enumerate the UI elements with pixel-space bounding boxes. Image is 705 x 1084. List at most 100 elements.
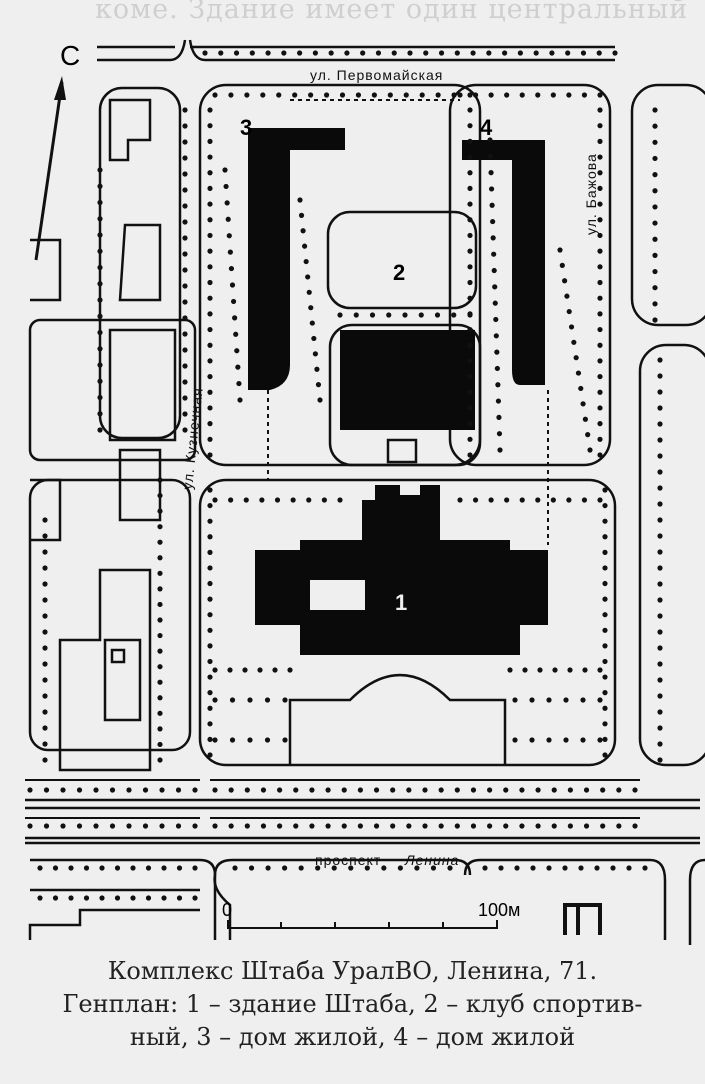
tree-dot	[566, 92, 572, 98]
tree-dot	[207, 674, 213, 680]
tree-dot	[223, 183, 229, 190]
tree-dot	[489, 202, 495, 208]
tree-dot	[496, 431, 503, 437]
tree-dot	[488, 186, 495, 192]
tree-dot	[207, 405, 213, 411]
tree-dot	[297, 197, 303, 203]
tree-dot	[597, 737, 603, 743]
tree-dot	[52, 865, 59, 871]
tree-dot	[182, 123, 188, 129]
tree-dot	[192, 823, 198, 829]
front-square	[288, 673, 507, 765]
tree-dot	[571, 339, 577, 345]
tree-dot	[657, 613, 663, 619]
tree-dot	[457, 497, 463, 503]
tree-dot	[642, 865, 648, 871]
caption-line-1: Комплекс Штаба УралВО, Ленина, 71.	[107, 957, 598, 985]
tree-dot	[371, 92, 377, 98]
tree-dot	[207, 217, 213, 223]
tree-dot	[227, 249, 233, 255]
tree-dot	[182, 171, 188, 177]
tree-dot	[341, 787, 347, 793]
tree-dot	[229, 737, 236, 743]
tree-dot	[602, 752, 608, 758]
tree-dot	[42, 613, 48, 619]
tree-dot	[597, 185, 603, 192]
tree-dot	[97, 248, 103, 254]
tree-dot	[207, 549, 213, 555]
tree-dot	[537, 667, 543, 673]
tree-dot	[218, 50, 224, 56]
tree-dot	[597, 389, 603, 395]
tree-dot	[386, 312, 392, 318]
tree-dot	[616, 787, 622, 793]
tree-dot	[467, 279, 473, 286]
tree-dot	[157, 524, 163, 530]
tree-dot	[157, 726, 163, 732]
building-outline	[30, 238, 62, 542]
tree-dot	[207, 436, 213, 442]
tree-dot	[357, 823, 363, 829]
building-club-annex	[340, 330, 475, 430]
tree-dot	[207, 658, 213, 665]
tree-dot	[243, 497, 249, 503]
city-block	[98, 86, 182, 440]
tree-dot	[494, 349, 500, 355]
tree-dot	[83, 895, 90, 901]
tree-dot	[306, 289, 312, 295]
tree-dot	[497, 447, 503, 453]
tree-dot	[224, 200, 230, 206]
tree-dot	[308, 92, 314, 98]
tree-dot	[321, 497, 327, 503]
tree-dot	[490, 218, 496, 225]
tree-dot	[519, 823, 525, 829]
tree-dot	[467, 185, 473, 192]
tree-dot	[597, 311, 603, 317]
tree-dot	[207, 736, 213, 743]
tree-dot	[228, 92, 234, 98]
tree-dot	[467, 264, 473, 270]
tree-dot	[207, 534, 213, 540]
tree-dot	[182, 267, 188, 273]
tree-dot	[360, 50, 366, 56]
tree-dot	[212, 667, 218, 673]
tree-dot	[207, 185, 213, 192]
tree-dot	[42, 677, 48, 683]
tree-dot	[467, 405, 473, 411]
tree-dot	[257, 667, 263, 673]
tree-dot	[309, 787, 315, 793]
tree-dot	[244, 823, 250, 829]
tree-dot	[328, 50, 334, 56]
city-block	[688, 858, 705, 945]
site-plan-map: С ул. Первомайская ул. Бажова ул. Кузнеч…	[25, 39, 705, 945]
tree-dot	[207, 279, 213, 286]
tree-dot	[233, 50, 240, 56]
tree-dot	[237, 397, 243, 403]
tree-dot	[597, 358, 603, 364]
tree-dot	[182, 411, 188, 417]
tree-dot	[312, 351, 318, 357]
tree-dot	[467, 138, 473, 144]
city-block-east	[638, 343, 705, 767]
tree-dot	[292, 92, 298, 98]
tree-dot	[529, 697, 535, 703]
tree-dot	[494, 365, 500, 372]
arrowhead-icon	[54, 76, 66, 100]
tree-dot	[207, 154, 213, 160]
tree-dot	[657, 405, 663, 411]
tree-dot	[325, 823, 331, 829]
tree-dot	[274, 497, 281, 503]
tree-dot	[438, 823, 444, 829]
tree-dot	[602, 549, 608, 555]
caption-line-3: ный, 3 – дом жилой, 4 – дом жилой	[129, 1023, 576, 1051]
tree-dot	[373, 787, 380, 793]
tree-dot	[229, 282, 236, 288]
tree-dot	[157, 508, 163, 514]
tree-dot	[597, 405, 603, 411]
tree-dot	[580, 401, 586, 407]
street-label-prospekt: проспект	[315, 852, 381, 868]
tree-dot	[652, 301, 658, 307]
tree-dot	[454, 50, 460, 56]
tree-dot	[293, 787, 299, 793]
tree-dot	[564, 293, 570, 299]
